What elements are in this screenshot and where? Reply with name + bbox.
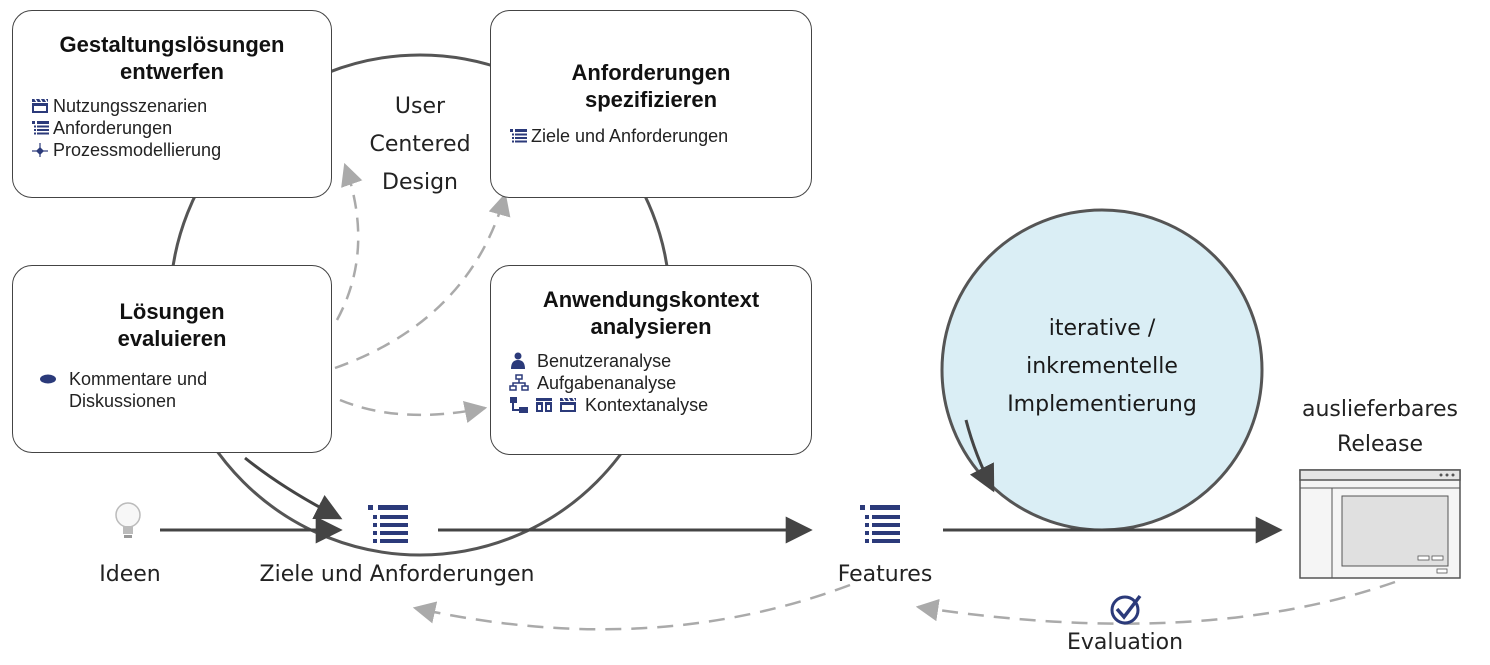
box-design-title-line2: entwerfen	[120, 59, 224, 84]
item-requirements-label: Anforderungen	[53, 118, 173, 138]
implementation-label-line3: Implementierung	[1007, 392, 1197, 417]
binoculars-icon	[535, 394, 559, 416]
label-release-line2: Release	[1337, 432, 1423, 457]
arrow-evaluate-to-goals	[244, 456, 343, 520]
box-analyze-context: Anwendungskontext analysieren Benutzeran…	[490, 265, 812, 455]
item-discussions: Diskussionen	[39, 390, 319, 412]
arrow-impl-loop	[964, 419, 995, 493]
speech-bubble-icon	[39, 368, 69, 390]
label-goals-requirements: Ziele und Anforderungen	[259, 562, 535, 587]
person-icon	[509, 350, 537, 372]
ucd-label-line1: User	[394, 94, 446, 119]
item-requirements: Anforderungen	[31, 117, 319, 139]
box-specify-requirements: Anforderungen spezifizieren Ziele und An…	[490, 10, 812, 198]
item-process-modeling-label: Prozessmodellierung	[53, 140, 222, 160]
dashed-release-to-features	[915, 580, 1396, 625]
dashed-evaluate-to-context	[339, 398, 488, 423]
label-evaluation: Evaluation	[1066, 630, 1184, 655]
box-evaluate-title-line1: Lösungen	[119, 299, 225, 324]
clapperboard-icon	[31, 95, 53, 117]
implementation-label: iterative / inkrementelle Implementierun…	[962, 310, 1242, 424]
box-design-title-line1: Gestaltungslösungen	[59, 32, 285, 57]
check-circle-icon	[1110, 594, 1142, 625]
label-release-line1: auslieferbares	[1302, 397, 1458, 422]
list-icon	[31, 117, 53, 139]
item-context-analysis: Kontextanalyse	[509, 394, 799, 416]
label-ideas: Ideen	[99, 562, 161, 587]
box-design-solutions: Gestaltungslösungen entwerfen Nutzungssz…	[12, 10, 332, 198]
box-evaluate-title-line2: evaluieren	[117, 326, 227, 351]
list-icon-goals	[368, 505, 408, 543]
clapperboard-icon	[559, 394, 585, 416]
dashed-features-to-goals	[412, 583, 851, 631]
item-task-analysis-label: Aufgabenanalyse	[537, 373, 677, 393]
spacer	[39, 390, 69, 412]
org-chart-icon	[509, 394, 535, 416]
item-user-analysis: Benutzeranalyse	[509, 350, 799, 372]
item-user-analysis-label: Benutzeranalyse	[537, 351, 672, 371]
list-icon-features	[860, 505, 900, 543]
label-features: Features	[837, 562, 933, 587]
item-task-analysis: Aufgabenanalyse	[509, 372, 799, 394]
item-process-modeling: Prozessmodellierung	[31, 139, 319, 161]
item-usage-scenarios: Nutzungsszenarien	[31, 95, 319, 117]
box-specify-title-line1: Anforderungen	[571, 60, 731, 85]
item-usage-scenarios-label: Nutzungsszenarien	[53, 96, 208, 116]
ucd-label: User Centered Design	[352, 88, 488, 202]
implementation-label-line1: iterative /	[1048, 316, 1156, 341]
dashed-evaluate-to-specify	[334, 192, 511, 370]
box-context-title-line2: analysieren	[590, 314, 712, 339]
ucd-label-line2: Centered	[369, 132, 471, 157]
item-discussions-label: Diskussionen	[69, 391, 177, 411]
list-icon	[509, 125, 531, 147]
lightbulb-icon	[115, 502, 141, 538]
process-node-icon	[31, 139, 53, 161]
item-goals-requirements-label: Ziele und Anforderungen	[531, 126, 729, 146]
item-comments: Kommentare und	[39, 368, 319, 390]
release-window-icon	[1299, 469, 1461, 579]
box-specify-title-line2: spezifizieren	[584, 87, 718, 112]
item-goals-requirements: Ziele und Anforderungen	[509, 125, 799, 147]
dashed-evaluate-to-design	[335, 162, 363, 321]
item-comments-label: Kommentare und	[69, 369, 208, 389]
hierarchy-icon	[509, 372, 537, 394]
ucd-label-line3: Design	[382, 170, 458, 195]
box-evaluate-solutions: Lösungen evaluieren Kommentare und Disku…	[12, 265, 332, 453]
implementation-label-line2: inkrementelle	[1026, 354, 1178, 379]
box-context-title-line1: Anwendungskontext	[542, 287, 760, 312]
item-context-analysis-label: Kontextanalyse	[585, 395, 709, 415]
